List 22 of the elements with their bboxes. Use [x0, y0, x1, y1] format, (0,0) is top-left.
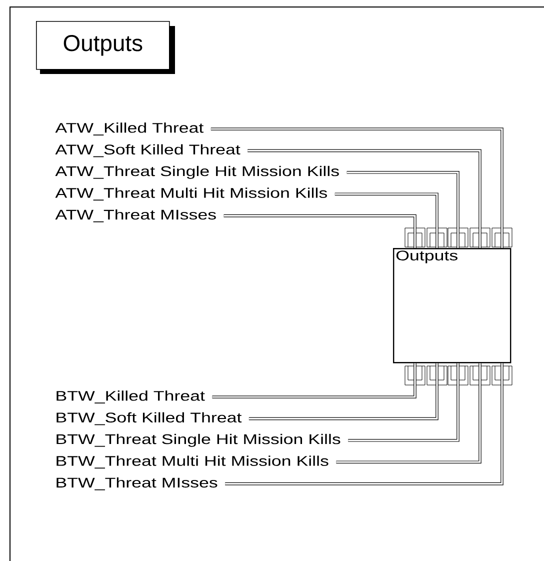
block-box: Outputs	[393, 248, 512, 364]
signal-label: ATW_Threat Multi Hit Mission Kills	[55, 188, 327, 201]
signal-label: ATW_Threat Single Hit Mission Kills	[55, 166, 339, 179]
wire	[248, 363, 438, 420]
signal-label: BTW_Threat Single Hit Mission Kills	[56, 434, 340, 447]
wire	[334, 192, 438, 248]
signal-label: BTW_Threat Multi Hit Mission Kills	[56, 456, 328, 469]
signal-label: BTW_Threat MIsses	[56, 477, 218, 490]
wire	[225, 363, 504, 486]
wire	[210, 128, 504, 248]
wire	[346, 171, 460, 248]
signal-label: ATW_Killed Threat	[55, 122, 204, 136]
signal-label: ATW_Soft Killed Threat	[55, 144, 240, 158]
wire	[248, 149, 482, 248]
signal-label: ATW_Threat MIsses	[55, 209, 216, 222]
wire	[336, 363, 482, 464]
signal-label: BTW_Soft Killed Threat	[56, 412, 242, 426]
signal-label: BTW_Killed Threat	[56, 390, 205, 404]
wire	[224, 214, 416, 248]
title-box: Outputs	[36, 21, 175, 74]
wire	[348, 363, 460, 442]
wire	[212, 363, 416, 398]
